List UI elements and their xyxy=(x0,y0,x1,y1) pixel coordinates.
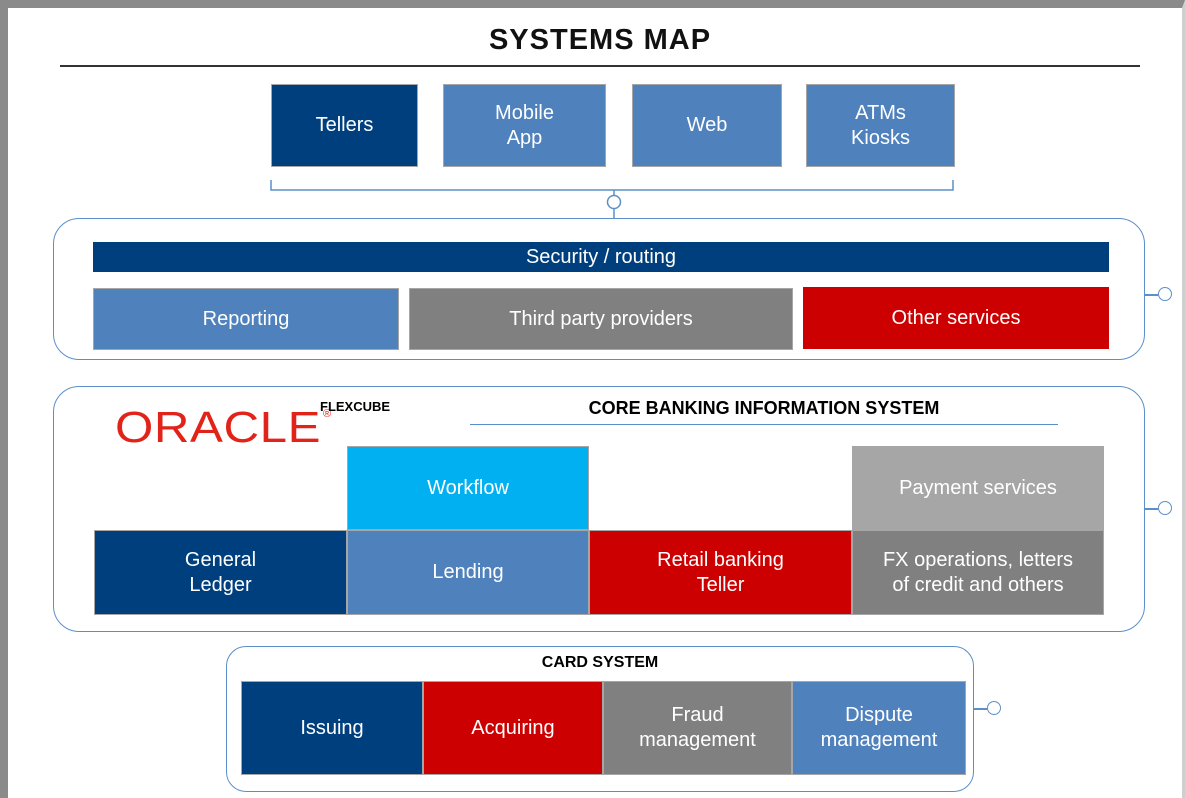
oracle-registered-mark: ® xyxy=(322,408,332,420)
issuing-box[interactable]: Issuing xyxy=(241,681,423,775)
channel-atms-kiosks[interactable]: ATMs Kiosks xyxy=(806,84,955,167)
title-underline xyxy=(60,65,1140,67)
fraud-management-box[interactable]: Fraud management xyxy=(603,681,792,775)
dispute-management-box[interactable]: Dispute management xyxy=(792,681,966,775)
oracle-logo-text: ORACLE xyxy=(115,403,322,452)
core-connector-icon xyxy=(1158,501,1172,515)
security-routing-bar[interactable]: Security / routing xyxy=(93,242,1109,272)
flexcube-label: FLEXCUBE xyxy=(320,399,391,414)
channels-bracket-connector xyxy=(270,180,954,218)
acquiring-box[interactable]: Acquiring xyxy=(423,681,603,775)
core-connector-line xyxy=(1145,508,1158,510)
channel-web[interactable]: Web xyxy=(632,84,782,167)
third-party-providers-box[interactable]: Third party providers xyxy=(409,288,793,350)
workflow-box[interactable]: Workflow xyxy=(347,446,589,530)
other-services-box[interactable]: Other services xyxy=(803,287,1109,349)
diagram-title: SYSTEMS MAP xyxy=(488,24,712,56)
card-connector-icon xyxy=(987,701,1001,715)
reporting-box[interactable]: Reporting xyxy=(93,288,399,350)
retail-banking-teller-box[interactable]: Retail banking Teller xyxy=(589,530,852,615)
payment-services-box[interactable]: Payment services xyxy=(852,446,1104,530)
card-system-heading: CARD SYSTEM xyxy=(541,654,659,671)
general-ledger-box[interactable]: General Ledger xyxy=(94,530,347,615)
middleware-connector-icon xyxy=(1158,287,1172,301)
core-banking-heading: CORE BANKING INFORMATION SYSTEM xyxy=(588,398,940,418)
channel-tellers[interactable]: Tellers xyxy=(271,84,418,167)
core-heading-underline xyxy=(470,424,1058,425)
fx-operations-box[interactable]: FX operations, letters of credit and oth… xyxy=(852,530,1104,615)
middleware-connector-line xyxy=(1145,294,1158,296)
lending-box[interactable]: Lending xyxy=(347,530,589,615)
channel-mobile-app[interactable]: Mobile App xyxy=(443,84,606,167)
oracle-logo: ORACLE ® xyxy=(115,404,331,454)
card-connector-line xyxy=(974,708,987,710)
